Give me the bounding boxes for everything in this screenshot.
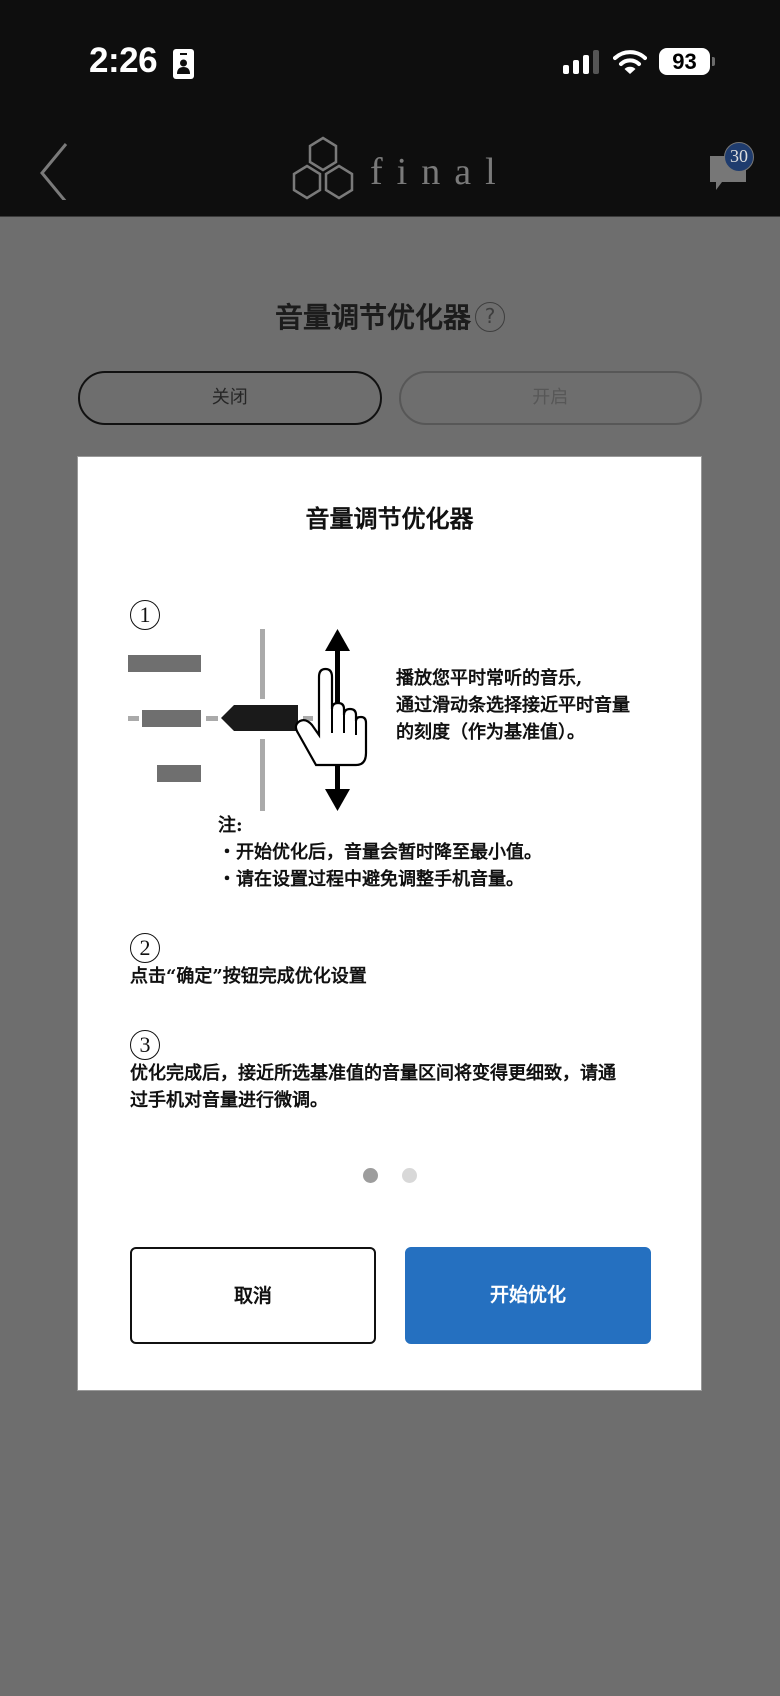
status-bar: 2:26 93 <box>0 0 780 110</box>
start-optimization-button[interactable]: 开始优化 <box>405 1247 651 1344</box>
step-2-number: 2 <box>130 933 160 963</box>
optimizer-intro-modal: 音量调节优化器 1 播放您平时常听的音乐, 通过滑动条选择接近平时音量 的刻度（… <box>77 456 702 1391</box>
page-title: 音量调节优化器? <box>0 296 780 336</box>
step-3-description: 优化完成后，接近所选基准值的音量区间将变得更细致，请通 过手机对音量进行微调。 <box>130 1063 616 1111</box>
page-dot[interactable] <box>401 1168 417 1183</box>
id-card-icon <box>173 49 194 79</box>
wifi-icon <box>613 49 647 74</box>
optimizer-toggle: 关闭 开启 <box>78 371 702 425</box>
cancel-button[interactable]: 取消 <box>130 1247 376 1344</box>
toggle-on-button[interactable]: 开启 <box>398 371 702 425</box>
battery-percent: 93 <box>672 49 697 74</box>
step-1-description: 播放您平时常听的音乐, 通过滑动条选择接近平时音量 的刻度（作为基准值）。 <box>396 668 630 743</box>
step-2-description: 点击“确定”按钮完成优化设置 <box>130 966 367 987</box>
help-icon[interactable]: ? <box>475 302 505 332</box>
step-1-number: 1 <box>130 600 160 630</box>
signal-icon <box>563 49 599 74</box>
back-button[interactable] <box>36 140 76 203</box>
step-3-number: 3 <box>130 1030 160 1060</box>
slider-illustration-icon <box>128 629 368 811</box>
hexagon-logo-icon <box>292 136 354 200</box>
messages-badge: 30 <box>724 142 754 172</box>
app-header: final 30 <box>0 110 780 217</box>
battery-icon: 93 <box>659 48 715 75</box>
note-label: 注: <box>218 815 243 836</box>
note-item: ・请在设置过程中避免调整手机音量。 <box>218 869 524 890</box>
page-title-text: 音量调节优化器 <box>274 301 471 334</box>
final-logo: final <box>290 136 510 200</box>
status-time: 2:26 <box>89 41 158 80</box>
note-item: ・开始优化后，音量会暂时降至最小值。 <box>218 842 542 863</box>
page-indicator <box>78 1168 701 1183</box>
step-1-notes: 注: ・开始优化后，音量会暂时降至最小值。 ・请在设置过程中避免调整手机音量。 <box>218 812 542 893</box>
page-dot-active[interactable] <box>362 1168 378 1183</box>
messages-button[interactable]: 30 <box>708 142 756 192</box>
modal-title: 音量调节优化器 <box>305 504 474 533</box>
logo-text: final <box>370 151 510 193</box>
toggle-off-button[interactable]: 关闭 <box>78 371 382 425</box>
chevron-left-icon <box>40 143 68 203</box>
